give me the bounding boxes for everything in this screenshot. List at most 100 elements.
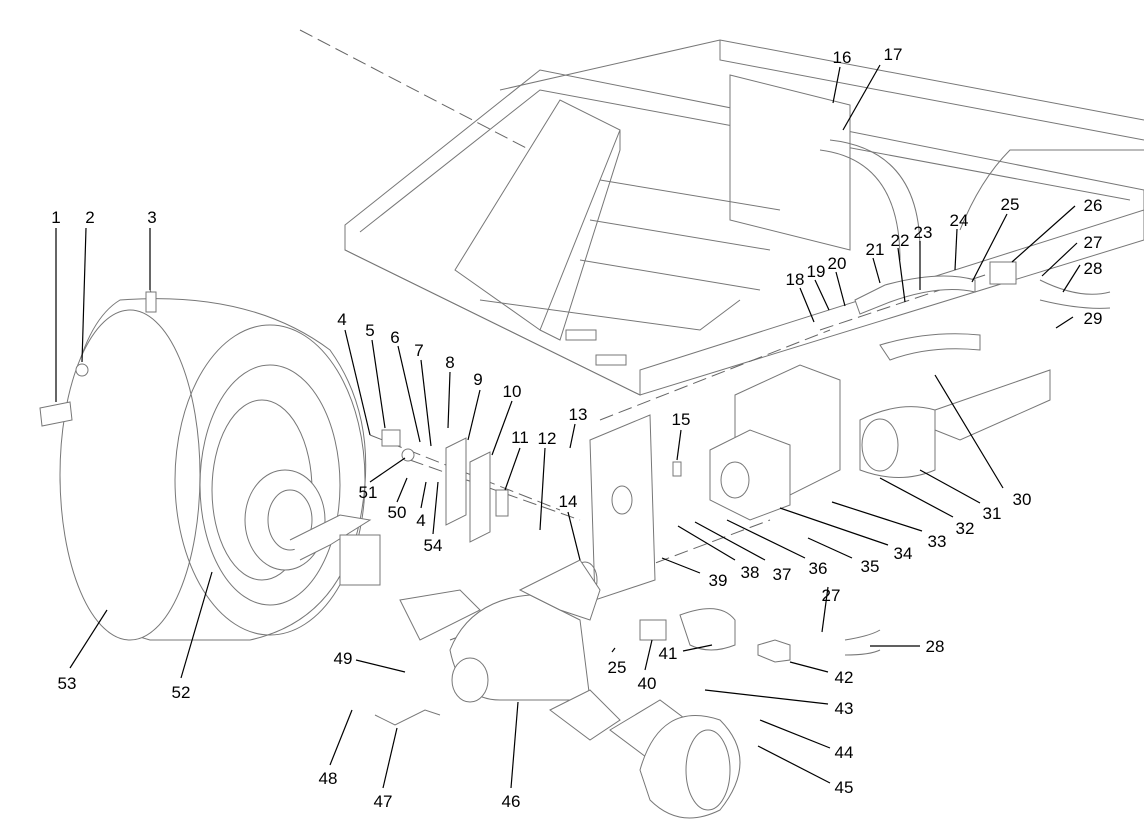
leader-line [397,345,421,443]
leader-line [831,501,923,532]
leader-line [539,447,546,531]
callout-4: 4 [337,310,346,329]
callout-2: 2 [85,208,94,227]
leader-line [1011,205,1076,263]
leader-line [81,227,87,363]
leader-line [835,271,846,307]
leader-line [694,521,766,561]
callout-52: 52 [172,683,191,702]
leader-line [569,423,576,449]
callout-23: 23 [914,223,933,242]
callout-54: 54 [424,536,443,555]
callout-47: 47 [374,792,393,811]
leader-line [567,511,581,561]
leader-line [1041,242,1078,277]
leader-line [329,709,353,766]
chassis-frame [344,39,1144,441]
leader-line [420,481,427,509]
leader-line [661,557,701,574]
leader-line [382,727,398,789]
callout-15: 15 [672,410,691,429]
callout-24: 24 [950,211,969,230]
leader-line [821,586,829,633]
callout-36: 36 [809,559,828,578]
leader-line [420,359,432,447]
gearbox-and-axles [374,559,741,819]
callout-13: 13 [569,405,588,424]
leader-line [726,519,806,559]
leader-line [504,447,521,491]
callout-8: 8 [445,353,454,372]
leader-line [682,644,713,652]
callout-49: 49 [334,649,353,668]
leader-line [355,659,406,673]
callout-6: 6 [390,328,399,347]
callout-25-second: 25 [608,658,627,677]
callout-7: 7 [414,341,423,360]
callout-25: 25 [1001,195,1020,214]
callout-50: 50 [388,503,407,522]
leader-line [369,457,406,483]
callout-11: 11 [511,428,529,447]
leader-lines [55,64,1081,789]
leader-line [757,745,831,784]
leader-line [611,647,616,653]
leader-line [371,339,386,429]
tire-and-wheel [39,291,381,641]
leader-line [676,429,682,461]
leader-line [789,661,829,673]
callout-27-second: 27 [822,586,841,605]
callout-38: 38 [741,563,760,582]
leader-line [510,701,519,789]
leader-line [971,213,1008,283]
callout-19: 19 [807,262,826,281]
leader-line [954,228,958,271]
leader-line [814,279,830,311]
leader-line [919,469,981,504]
callout-18: 18 [786,270,805,289]
callout-45: 45 [835,778,854,797]
callout-14: 14 [559,492,578,511]
callout-20: 20 [828,254,847,273]
callout-21: 21 [866,240,885,259]
callout-48: 48 [319,769,338,788]
leader-line [677,525,736,561]
decal [39,401,73,427]
leader-line [832,66,841,104]
callout-33: 33 [928,532,947,551]
leader-line [432,481,439,535]
callout-30: 30 [1013,490,1032,509]
leader-line [934,374,1004,489]
leader-line [467,389,481,441]
leader-line [879,477,954,518]
callout-51: 51 [359,483,378,502]
callout-39: 39 [709,571,728,590]
leader-line [396,477,408,503]
callout-4-second: 4 [416,511,425,530]
callout-28-second: 28 [926,637,945,656]
leader-line [344,329,371,436]
leader-line [779,507,889,546]
leader-line [799,287,815,323]
valve-cap [75,363,89,377]
callout-40: 40 [638,674,657,693]
leader-line [491,400,513,456]
leader-line [447,371,451,429]
callout-29: 29 [1084,309,1103,328]
hydraulic-pump-and-fittings [639,261,1111,663]
callout-37: 37 [773,565,792,584]
callout-22: 22 [891,231,910,250]
leader-line [704,689,829,705]
leader-line [1055,316,1074,329]
callout-41: 41 [659,644,678,663]
leader-line [180,571,213,679]
leader-line [1062,264,1081,293]
callout-10: 10 [503,382,522,401]
callout-42: 42 [835,668,854,687]
leader-line [842,64,881,131]
callout-53: 53 [58,674,77,693]
callout-1: 1 [51,208,60,227]
callout-16: 16 [833,48,852,67]
